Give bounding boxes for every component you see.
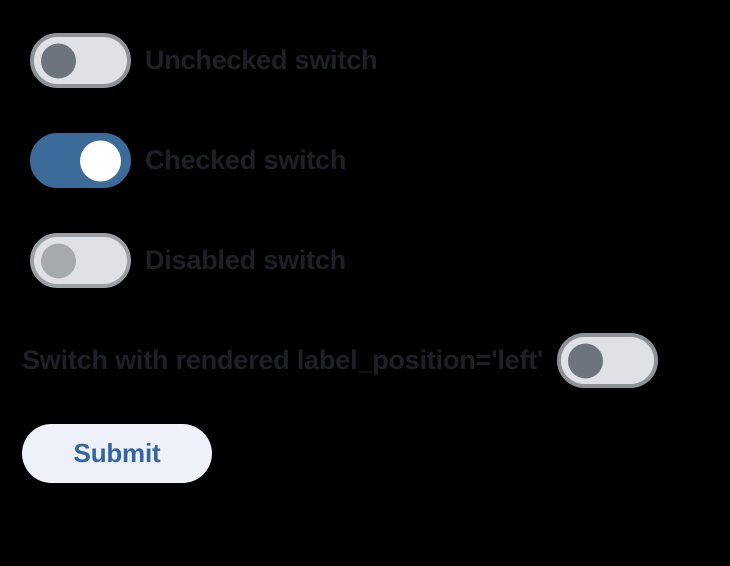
unchecked-switch-toggle[interactable] (30, 33, 131, 88)
checked-switch-label: Checked switch (145, 145, 347, 175)
switch-thumb-icon (568, 343, 604, 378)
switch-thumb-icon (80, 140, 121, 181)
switch-row-unchecked: Unchecked switch (30, 33, 378, 88)
submit-button[interactable]: Submit (22, 424, 212, 483)
switch-thumb-icon (41, 43, 76, 78)
switch-row-disabled: Disabled switch (30, 233, 346, 288)
disabled-switch-toggle (30, 233, 131, 288)
unchecked-switch-label: Unchecked switch (145, 45, 378, 75)
switch-thumb-icon (41, 243, 76, 278)
checked-switch-toggle[interactable] (30, 133, 131, 188)
switch-row-checked: Checked switch (30, 133, 346, 188)
disabled-switch-label: Disabled switch (145, 245, 347, 275)
label-left-switch-toggle[interactable] (557, 333, 659, 388)
label-left-switch-label: Switch with rendered label_position='lef… (22, 345, 544, 375)
switch-row-label-left: Switch with rendered label_position='lef… (22, 333, 659, 388)
